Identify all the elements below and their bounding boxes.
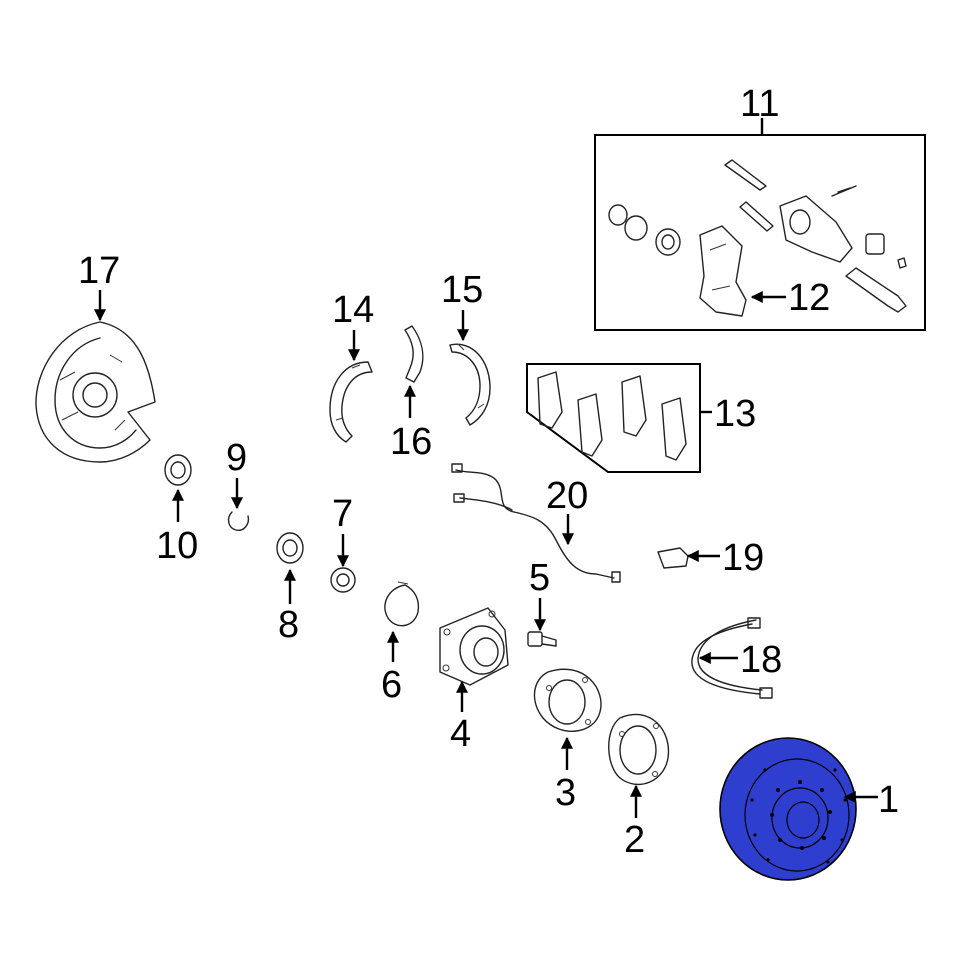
part-18-brake-hose[interactable] (691, 617, 773, 699)
part-20-sensor-wire[interactable] (451, 463, 621, 583)
callout-5[interactable]: 5 (529, 557, 550, 599)
callout-16[interactable]: 16 (390, 421, 432, 463)
callout-10[interactable]: 10 (156, 525, 198, 567)
part-6-clip-ring[interactable] (384, 581, 420, 627)
callout-20[interactable]: 20 (546, 475, 588, 517)
callout-labels: 1 2 3 4 5 6 7 8 9 10 11 12 13 14 15 16 1… (78, 83, 899, 861)
part-2-gasket[interactable] (608, 713, 670, 786)
callout-3[interactable]: 3 (555, 772, 576, 814)
callout-7[interactable]: 7 (332, 493, 353, 535)
part-12-caliper-bracket[interactable] (699, 225, 747, 317)
part-4-hub[interactable] (439, 607, 509, 686)
callout-15[interactable]: 15 (441, 269, 483, 311)
part-1-brake-rotor[interactable] (719, 737, 857, 881)
callout-9[interactable]: 9 (226, 437, 247, 479)
part-3-gasket[interactable] (533, 668, 602, 732)
callout-14[interactable]: 14 (332, 289, 374, 331)
part-8-bearing[interactable] (276, 532, 304, 564)
part-15-brake-shoe[interactable] (449, 343, 491, 426)
callout-8[interactable]: 8 (278, 604, 299, 646)
callout-12[interactable]: 12 (788, 277, 830, 319)
callout-19[interactable]: 19 (722, 537, 764, 579)
part-14-brake-shoe[interactable] (329, 361, 373, 443)
callout-13[interactable]: 13 (714, 393, 756, 435)
part-11-caliper-kit[interactable] (594, 134, 926, 331)
callout-1[interactable]: 1 (878, 779, 899, 821)
part-13-pad-kit[interactable] (526, 363, 701, 473)
callout-18[interactable]: 18 (740, 639, 782, 681)
part-16-hold-spring[interactable] (404, 325, 424, 383)
part-19-clip[interactable] (657, 547, 689, 569)
part-5-hub-bolt[interactable] (527, 631, 557, 647)
leader-lines (94, 118, 878, 818)
part-9-snap-ring[interactable] (227, 511, 250, 531)
part-17-backing-plate[interactable] (35, 321, 156, 463)
callout-6[interactable]: 6 (381, 664, 402, 706)
callout-4[interactable]: 4 (450, 713, 471, 755)
callout-11[interactable]: 11 (740, 83, 779, 125)
part-10-seal[interactable] (164, 454, 192, 486)
callout-17[interactable]: 17 (78, 250, 120, 292)
part-7-washer[interactable] (330, 567, 356, 593)
callout-2[interactable]: 2 (624, 819, 645, 861)
